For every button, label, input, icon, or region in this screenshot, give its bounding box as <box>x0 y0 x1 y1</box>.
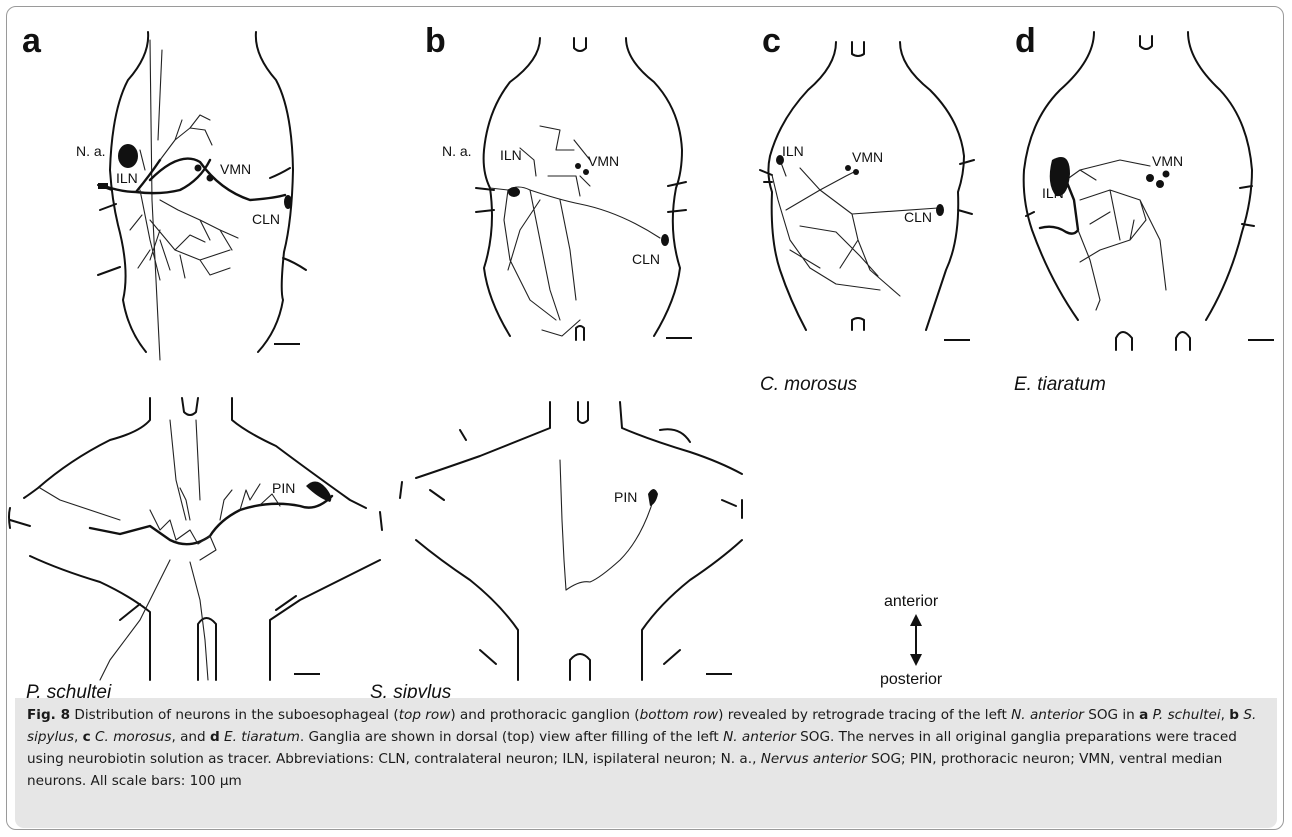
panel-b-suboesophageal-ganglion: b N. a. ILN VMN CLN <box>425 22 692 340</box>
label-iln: ILN <box>116 170 138 186</box>
panel-c-suboesophageal-ganglion: c ILN VMN CLN C. morosus <box>760 22 974 395</box>
vmn-soma <box>583 169 589 175</box>
label-iln: ILN <box>500 147 522 163</box>
caption-italic: Nervus anterior <box>761 751 867 767</box>
caption-italic: N. anterior <box>1011 707 1084 723</box>
vmn-soma <box>207 175 214 182</box>
na-soma <box>118 144 138 168</box>
panel-a-suboesophageal-ganglion: a N. a. ILN VMN CLN <box>22 22 306 360</box>
ln-arbor <box>772 160 938 296</box>
figure-number: Fig. 8 <box>27 707 70 723</box>
label-posterior: posterior <box>880 671 943 688</box>
caption-italic: top row <box>399 707 451 723</box>
nerve-stump <box>98 183 108 189</box>
panel-letter-d: d <box>1015 22 1036 60</box>
caption-italic: N. anterior <box>723 729 796 745</box>
panel-b-prothoracic-ganglion: PIN S. sipylus <box>370 402 742 700</box>
panel-a-prothoracic-ganglion: PIN P. schultei <box>9 398 382 700</box>
label-na: N. a. <box>76 143 106 159</box>
label-pin: PIN <box>614 489 637 505</box>
ganglion-outline <box>476 38 686 340</box>
cln-soma <box>284 195 292 209</box>
vmn-soma <box>1163 171 1170 178</box>
panel-letter-b: b <box>425 22 446 60</box>
vmn-soma <box>195 165 202 172</box>
label-cln: CLN <box>904 209 932 225</box>
pin-axon <box>560 460 652 590</box>
caption-text: Distribution of neurons in the suboesoph… <box>70 707 399 723</box>
caption-italic: C. morosus <box>91 729 172 745</box>
vmn-soma <box>1156 180 1164 188</box>
vmn-soma <box>1146 174 1154 182</box>
label-iln: ILN <box>782 143 804 159</box>
label-cln: CLN <box>632 251 660 267</box>
ln-arbor <box>1066 160 1166 310</box>
caption-panel-ref: b <box>1229 707 1239 723</box>
caption-italic: E. tiaratum <box>220 729 300 745</box>
label-vmn: VMN <box>588 153 619 169</box>
figure-artwork: a N. a. ILN VMN CLN PIN P. schultei b N.… <box>0 0 1292 700</box>
caption-text: , <box>74 729 83 745</box>
caption-text: SOG in <box>1084 707 1139 723</box>
label-vmn: VMN <box>220 161 251 177</box>
label-iln: ILN <box>1042 185 1064 201</box>
species-e-tiaratum: E. tiaratum <box>1014 374 1106 395</box>
label-pin: PIN <box>272 480 295 496</box>
cln-soma <box>936 204 944 216</box>
caption-panel-ref: c <box>83 729 91 745</box>
caption-italic: P. schultei <box>1148 707 1220 723</box>
label-anterior: anterior <box>884 593 939 610</box>
arbor-a <box>130 115 238 280</box>
panel-letter-c: c <box>762 22 781 60</box>
pin-soma <box>648 489 658 506</box>
iln-soma <box>508 187 520 197</box>
ganglion-outline <box>400 402 742 680</box>
orientation-indicator: anterior posterior <box>880 593 943 688</box>
label-vmn: VMN <box>1152 153 1183 169</box>
caption-text: , and <box>171 729 210 745</box>
vmn-soma <box>575 163 581 169</box>
caption-text: ) revealed by retrograde tracing of the … <box>718 707 1011 723</box>
panel-d-suboesophageal-ganglion: d ILN VMN E. tiaratum <box>1014 22 1274 395</box>
species-c-morosus: C. morosus <box>760 374 858 395</box>
vmn-soma <box>845 165 851 171</box>
caption-panel-ref: a <box>1139 707 1148 723</box>
caption-panel-ref: d <box>210 729 220 745</box>
caption-italic: bottom row <box>640 707 719 723</box>
caption-text: ) and prothoracic ganglion ( <box>450 707 639 723</box>
ganglion-outline <box>760 42 974 330</box>
caption-text: . Ganglia are shown in dorsal (top) view… <box>300 729 723 745</box>
cln-soma <box>661 234 669 246</box>
figure-caption: Fig. 8 Distribution of neurons in the su… <box>15 698 1277 828</box>
label-na: N. a. <box>442 143 472 159</box>
panel-letter-a: a <box>22 22 42 60</box>
caption-text: , <box>1221 707 1230 723</box>
label-cln: CLN <box>252 211 280 227</box>
vmn-soma <box>853 169 859 175</box>
label-vmn: VMN <box>852 149 883 165</box>
